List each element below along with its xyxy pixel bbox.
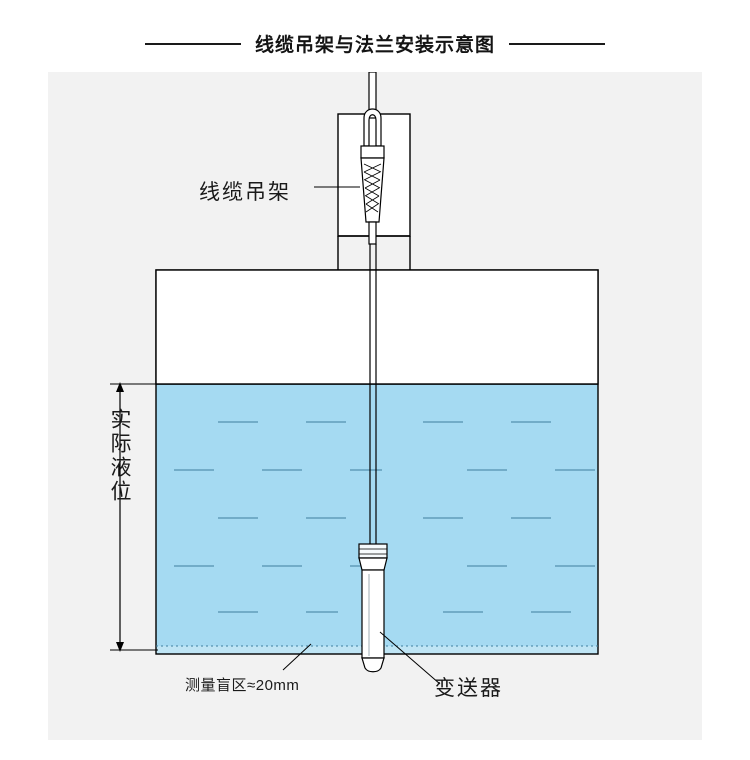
transmitter-gland [358, 543, 388, 559]
tank-headspace [155, 269, 599, 385]
hanger-collar [360, 145, 385, 159]
transmitter-barrel [361, 569, 385, 659]
installation-diagram-svg [110, 72, 599, 685]
figure-panel: 线缆吊架 实际液位 测量盲区≈20mm 变送器 [48, 72, 702, 740]
page-title: 线缆吊架与法兰安装示意图 [254, 35, 495, 56]
title-rule-left [144, 42, 241, 45]
hanger-tail [368, 221, 377, 245]
label-actual-level: 实际液位 [108, 408, 131, 504]
leader-transmitter [379, 631, 441, 685]
label-transmitter: 变送器 [434, 677, 503, 700]
level-arrow-down [116, 642, 124, 652]
label-cable-hanger: 线缆吊架 [199, 181, 291, 204]
level-arrow-up [116, 382, 124, 392]
cable-hanger-assembly [360, 108, 385, 245]
cable-top-segment [368, 72, 377, 119]
transmitter-assembly [358, 543, 388, 673]
figure-title-row: 线缆吊架与法兰安装示意图 [0, 30, 750, 57]
leader-blind-zone [282, 643, 312, 671]
hanger-basket [360, 157, 385, 223]
transmitter-nose [361, 657, 385, 673]
hanger-mesh [363, 163, 382, 223]
title-rule-right [509, 42, 605, 45]
transmitter-shoulder [358, 557, 388, 571]
level-dimension [110, 382, 158, 652]
label-blind-zone: 测量盲区≈20mm [185, 677, 300, 694]
hanger-eyelet [363, 108, 382, 147]
